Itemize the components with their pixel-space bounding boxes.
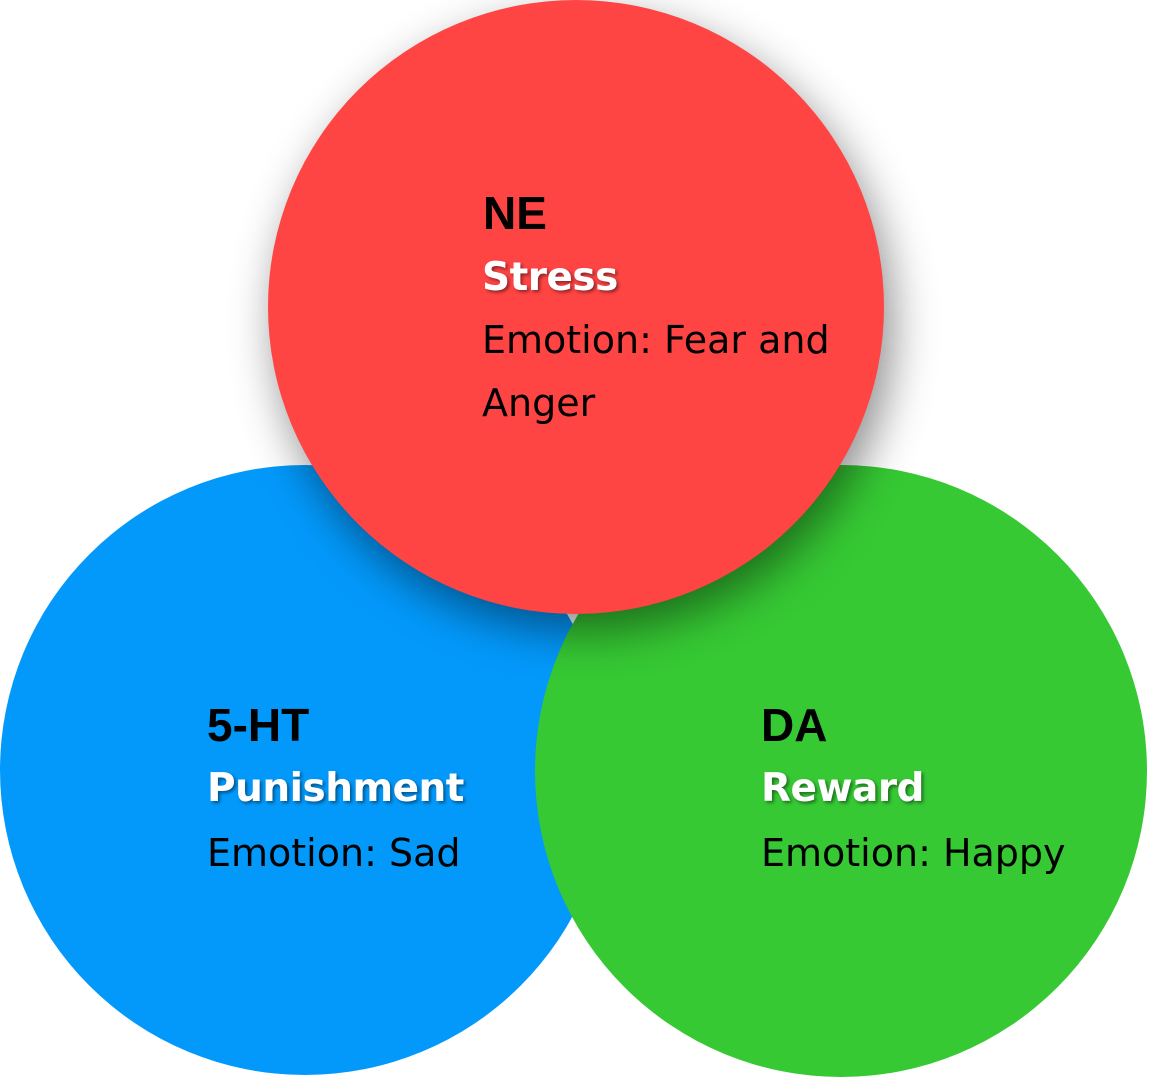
da-abbreviation: DA bbox=[761, 699, 828, 751]
ne-role: Stress bbox=[482, 255, 618, 300]
five-ht-role: Punishment bbox=[207, 766, 464, 811]
ne-emotion: Emotion: Fear and Anger bbox=[482, 318, 830, 425]
five-ht-abbreviation: 5-HT bbox=[207, 699, 310, 751]
da-emotion: Emotion: Happy bbox=[761, 831, 1066, 875]
da-role: Reward bbox=[761, 766, 924, 811]
five-ht-emotion: Emotion: Sad bbox=[207, 831, 461, 875]
ne-abbreviation: NE bbox=[483, 187, 547, 239]
ne-circle bbox=[268, 0, 884, 614]
